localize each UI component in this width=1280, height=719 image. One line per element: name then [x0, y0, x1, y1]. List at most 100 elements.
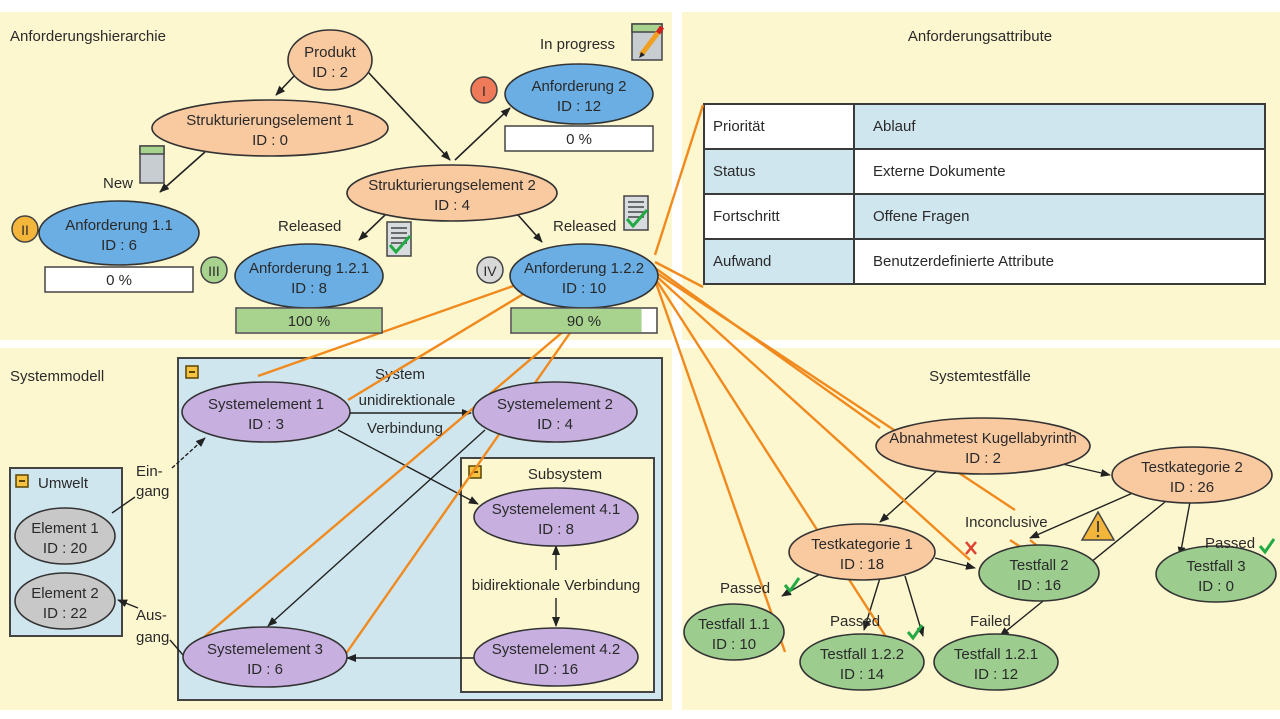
edge	[879, 467, 941, 523]
status-label: Released	[278, 218, 341, 235]
hierarchy-title: Anforderungshierarchie	[10, 28, 166, 45]
node-id: ID : 8	[291, 280, 327, 297]
node-ellipse[interactable]	[151, 99, 389, 157]
new-icon	[139, 145, 165, 184]
node-title: Testfall 3	[1186, 558, 1245, 575]
node-ellipse[interactable]	[14, 572, 116, 630]
node-se3[interactable]: Systemelement 3ID : 6	[182, 626, 348, 688]
attr-value: Externe Dokumente	[853, 148, 1266, 195]
node-req11[interactable]: Anforderung 1.1ID : 6	[38, 200, 200, 266]
warning-icon	[1080, 510, 1116, 541]
node-ellipse[interactable]	[346, 164, 558, 222]
node-tf3[interactable]: Testfall 3 ID : 0	[1155, 545, 1277, 603]
node-tf121[interactable]: Testfall 1.2.1ID : 12	[933, 633, 1059, 691]
released-icon	[623, 195, 649, 231]
node-se42[interactable]: Systemelement 4.2ID : 16	[473, 627, 639, 687]
input-label: gang	[136, 483, 169, 500]
status-label: New	[103, 175, 133, 192]
node-struct1[interactable]: Strukturierungselement 1ID : 0	[151, 99, 389, 157]
node-ellipse[interactable]	[933, 633, 1059, 691]
node-title: Systemelement 2	[497, 396, 613, 413]
node-ellipse[interactable]	[473, 627, 639, 687]
edge	[517, 214, 543, 243]
test-cases-title: Systemtestfälle	[929, 368, 1031, 385]
node-req122[interactable]: Anforderung 1.2.2ID : 10	[509, 243, 659, 309]
node-ellipse[interactable]	[473, 487, 639, 547]
node-ellipse[interactable]	[182, 626, 348, 688]
node-id: ID : 0	[252, 132, 288, 149]
edge	[934, 557, 976, 570]
node-id: ID : 4	[537, 416, 573, 433]
released-icon	[386, 221, 412, 257]
table-row: Status Externe Dokumente	[703, 148, 1266, 195]
node-title: Systemelement 4.1	[492, 501, 620, 518]
node-title: Systemelement 1	[208, 396, 324, 413]
node-ellipse[interactable]	[1111, 446, 1273, 504]
subsystem-title: Subsystem	[528, 466, 602, 483]
node-ellipse[interactable]	[683, 603, 785, 661]
node-ellipse[interactable]	[504, 63, 654, 125]
node-env2[interactable]: Element 2ID : 22	[14, 572, 116, 630]
node-se1[interactable]: Systemelement 1ID : 3	[181, 381, 351, 443]
test-result-label: Passed	[1205, 535, 1255, 552]
node-tf122[interactable]: Testfall 1.2.2ID : 14	[799, 633, 925, 691]
node-testcat1[interactable]: Testkategorie 1ID : 18	[788, 523, 936, 581]
node-ellipse[interactable]	[788, 523, 936, 581]
priority-label: I	[482, 83, 486, 99]
priority-badge-circle	[11, 215, 39, 243]
priority-badge-II: II	[11, 215, 39, 243]
trace-link	[654, 260, 704, 289]
progress-fill	[512, 309, 642, 332]
node-title: Systemelement 4.2	[492, 641, 620, 658]
node-ellipse[interactable]	[875, 417, 1091, 475]
node-id: ID : 18	[840, 556, 884, 573]
node-req2[interactable]: Anforderung 2 ID : 12	[504, 63, 654, 125]
progress-bar-req11: 0 %	[44, 266, 194, 293]
node-ellipse[interactable]	[978, 544, 1100, 602]
output-label: Aus-	[136, 607, 167, 624]
node-struct2[interactable]: Strukturierungselement 2ID : 4	[346, 164, 558, 222]
node-testcat2[interactable]: Testkategorie 2ID : 26	[1111, 446, 1273, 504]
node-env1[interactable]: Element 1ID : 20	[14, 507, 116, 565]
priority-label: IV	[483, 263, 497, 279]
attr-value: Ablauf	[853, 103, 1266, 150]
passed-check-icon	[906, 624, 924, 641]
node-ellipse[interactable]	[287, 29, 373, 91]
node-title: Element 2	[31, 585, 99, 602]
progress-bar-req2: 0 %	[504, 125, 654, 152]
progress-fill	[237, 309, 381, 332]
node-req121[interactable]: Anforderung 1.2.1ID : 8	[234, 243, 384, 309]
edge	[454, 107, 511, 161]
progress-label: 100 %	[288, 313, 331, 330]
progress-label: 90 %	[567, 313, 601, 330]
trace-link	[654, 270, 1016, 512]
node-ellipse[interactable]	[38, 200, 200, 266]
edge	[171, 437, 206, 469]
edge	[159, 151, 206, 193]
node-ellipse[interactable]	[799, 633, 925, 691]
node-id: ID : 12	[557, 98, 601, 115]
node-ellipse[interactable]	[472, 381, 638, 443]
priority-badge-circle	[476, 256, 504, 284]
node-se2[interactable]: Systemelement 2 ID : 4	[472, 381, 638, 443]
node-ellipse[interactable]	[181, 381, 351, 443]
priority-badge-III: III	[200, 256, 228, 284]
edge	[367, 71, 451, 161]
node-se41[interactable]: Systemelement 4.1ID : 8	[473, 487, 639, 547]
node-tf2[interactable]: Testfall 2ID : 16	[978, 544, 1100, 602]
node-title: Anforderung 1.2.2	[524, 260, 644, 277]
edge	[117, 599, 139, 609]
test-result-label: Failed	[970, 613, 1011, 630]
environment-title: Umwelt	[38, 475, 89, 492]
attr-key: Priorität	[703, 103, 855, 150]
node-ellipse[interactable]	[1155, 545, 1277, 603]
edge	[1177, 501, 1191, 557]
node-id: ID : 0	[1198, 578, 1234, 595]
bidirectional-label: bidirektionale Verbindung	[472, 577, 640, 594]
node-title: Anforderung 2	[531, 78, 626, 95]
node-ellipse[interactable]	[14, 507, 116, 565]
node-tf11[interactable]: Testfall 1.1ID : 10	[683, 603, 785, 661]
